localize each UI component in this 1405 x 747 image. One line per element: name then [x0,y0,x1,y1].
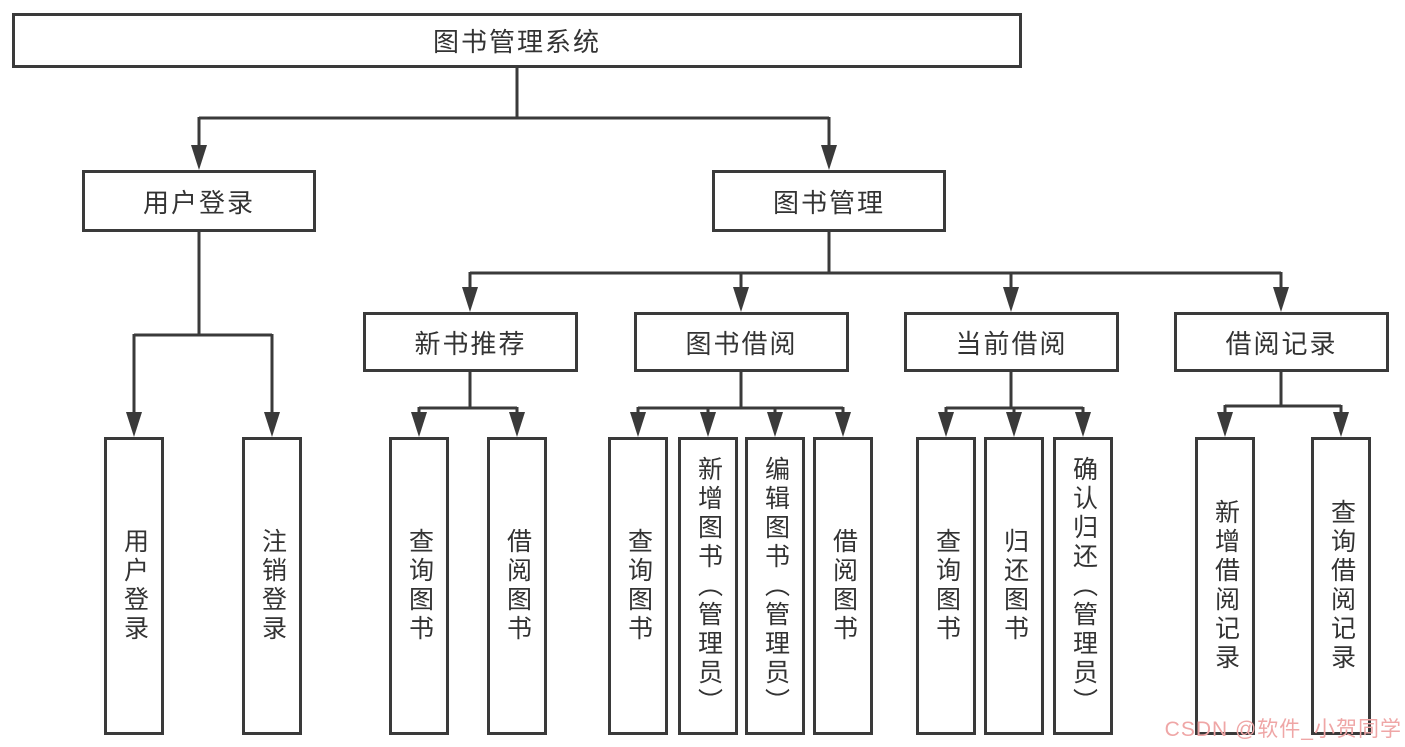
node-book-management-label: 图书管理 [772,187,885,218]
connector-root-to-level2 [191,68,837,170]
leaf-add-borrow-record-label: 新增借阅记录 [1211,499,1240,673]
leaf-logout: 注销登录 [242,437,302,735]
leaf-confirm-return-admin-label: 确认归还（管理员） [1069,455,1098,717]
leaf-add-books-admin-label: 新增图书（管理员） [694,455,723,717]
connector-new-book-recommend-to-leaves [411,372,525,437]
leaf-add-borrow-record: 新增借阅记录 [1195,437,1255,735]
connector-borrowing-records-to-leaves [1217,372,1349,437]
leaf-borrow-books: 借阅图书 [813,437,873,735]
node-book-management: 图书管理 [712,170,946,232]
leaf-current-query-books: 查询图书 [916,437,976,735]
node-current-borrowing-label: 当前借阅 [955,328,1068,359]
leaf-user-login: 用户登录 [104,437,164,735]
leaf-borrow-books-label: 借阅图书 [829,528,858,644]
leaf-logout-label: 注销登录 [258,528,287,644]
leaf-return-books-label: 归还图书 [1000,528,1029,644]
leaf-recommend-borrow-books: 借阅图书 [487,437,547,735]
leaf-query-borrow-record: 查询借阅记录 [1311,437,1371,735]
node-borrowing-records-label: 借阅记录 [1225,328,1338,359]
leaf-edit-books-admin-label: 编辑图书（管理员） [761,455,790,717]
leaf-confirm-return-admin: 确认归还（管理员） [1053,437,1113,735]
leaf-borrowing-query-books-label: 查询图书 [624,528,653,644]
connector-book-management-to-level3 [462,232,1289,312]
node-user-login-label: 用户登录 [142,187,255,218]
node-current-borrowing: 当前借阅 [904,312,1119,372]
connector-current-borrowing-to-leaves [938,372,1091,437]
connector-book-borrowing-to-leaves [630,372,851,437]
watermark-text: CSDN @软件_小贺同学 [1164,718,1402,741]
node-book-borrowing-label: 图书借阅 [685,328,798,359]
leaf-current-query-books-label: 查询图书 [932,528,961,644]
leaf-return-books: 归还图书 [984,437,1044,735]
leaf-add-books-admin: 新增图书（管理员） [678,437,738,735]
leaf-borrowing-query-books: 查询图书 [608,437,668,735]
connector-user-login-to-leaves [126,232,280,437]
node-user-login: 用户登录 [82,170,316,232]
node-book-borrowing: 图书借阅 [634,312,849,372]
node-new-book-recommend: 新书推荐 [363,312,578,372]
leaf-recommend-borrow-books-label: 借阅图书 [503,528,532,644]
leaf-recommend-query-books-label: 查询图书 [405,528,434,644]
node-root: 图书管理系统 [12,13,1022,68]
leaf-query-borrow-record-label: 查询借阅记录 [1327,499,1356,673]
node-borrowing-records: 借阅记录 [1174,312,1389,372]
leaf-recommend-query-books: 查询图书 [389,437,449,735]
node-new-book-recommend-label: 新书推荐 [414,328,527,359]
leaf-edit-books-admin: 编辑图书（管理员） [745,437,805,735]
leaf-user-login-label: 用户登录 [120,528,149,644]
node-root-label: 图书管理系统 [432,27,601,57]
